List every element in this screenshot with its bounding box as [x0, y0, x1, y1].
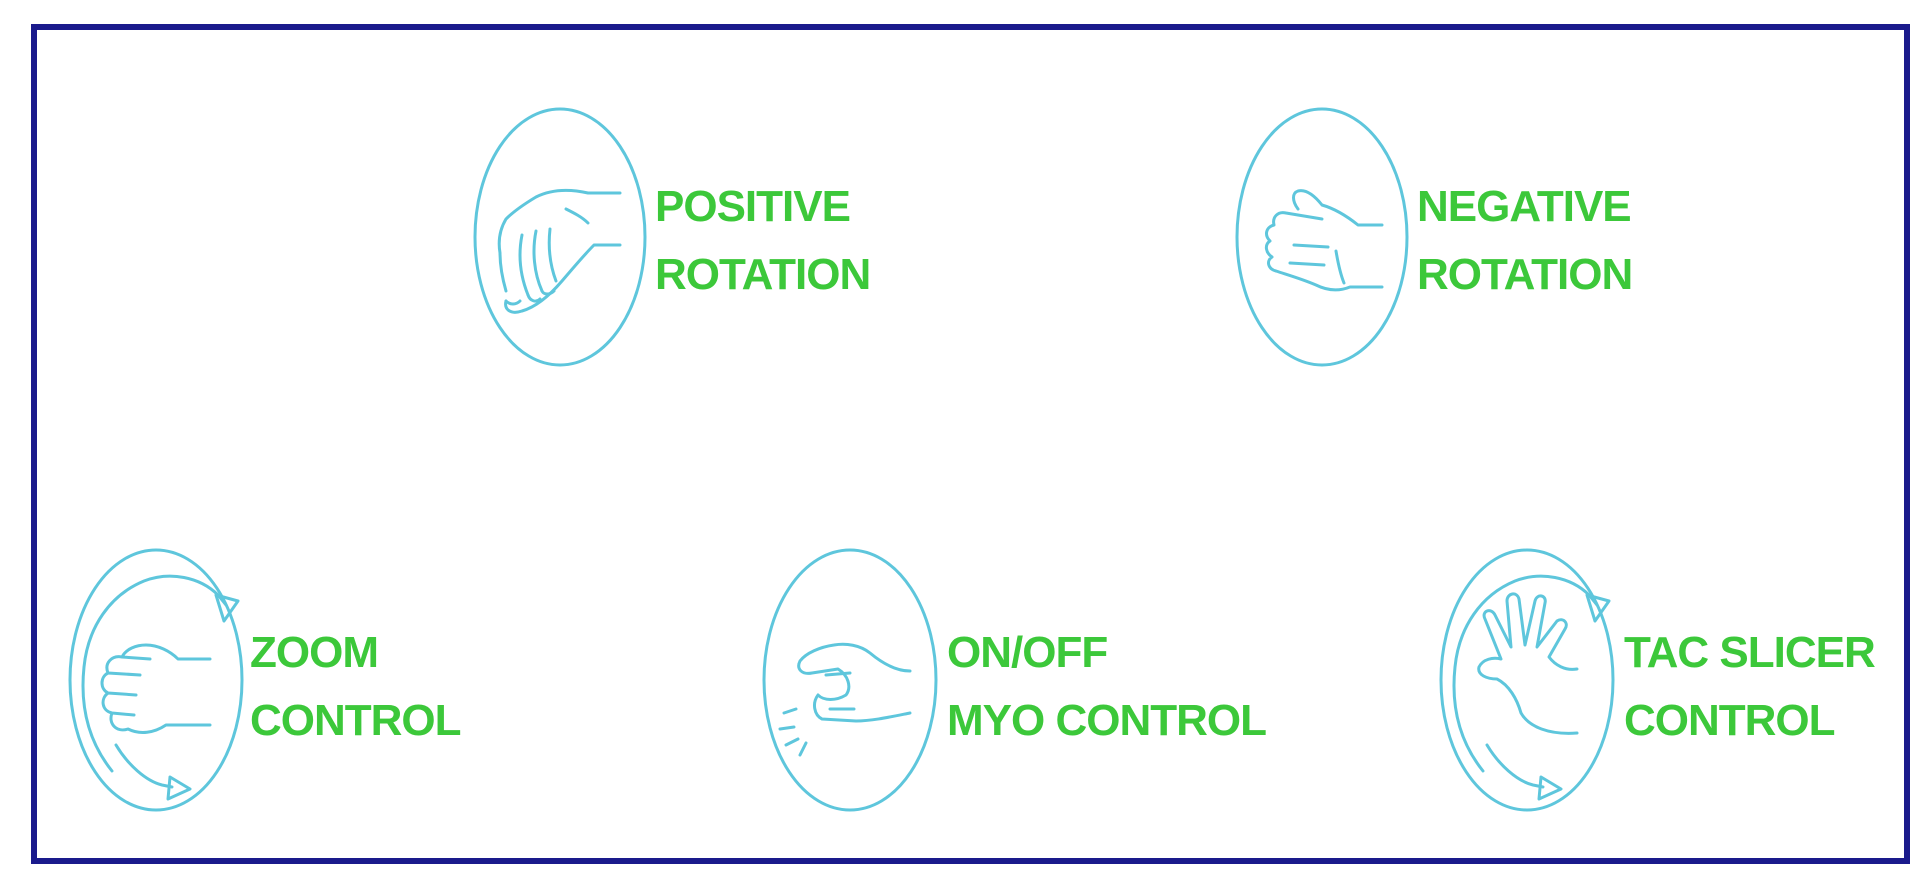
gesture-label: ZOOM CONTROL	[250, 628, 462, 745]
gesture-label: POSITIVE ROTATION	[655, 182, 871, 299]
gesture-label: ON/OFF MYO CONTROL	[947, 628, 1267, 745]
pinch-icon	[762, 548, 938, 812]
gesture-onoff-myo-control: ON/OFF MYO CONTROL	[760, 545, 1267, 815]
fist-rotate-icon	[68, 548, 244, 812]
hand-palm-down-icon	[1235, 107, 1409, 367]
diagram-frame	[31, 24, 1910, 864]
open-hand-rotate-icon	[1439, 548, 1615, 812]
gesture-negative-rotation: NEGATIVE ROTATION	[1232, 105, 1633, 370]
gesture-tac-slicer-control: TAC SLICER CONTROL	[1437, 545, 1876, 815]
gesture-label: NEGATIVE ROTATION	[1417, 182, 1633, 299]
gesture-positive-rotation: POSITIVE ROTATION	[470, 105, 871, 370]
hand-palm-up-icon	[473, 107, 647, 367]
gesture-label: TAC SLICER CONTROL	[1624, 628, 1876, 745]
gesture-zoom-control: ZOOM CONTROL	[66, 545, 466, 815]
